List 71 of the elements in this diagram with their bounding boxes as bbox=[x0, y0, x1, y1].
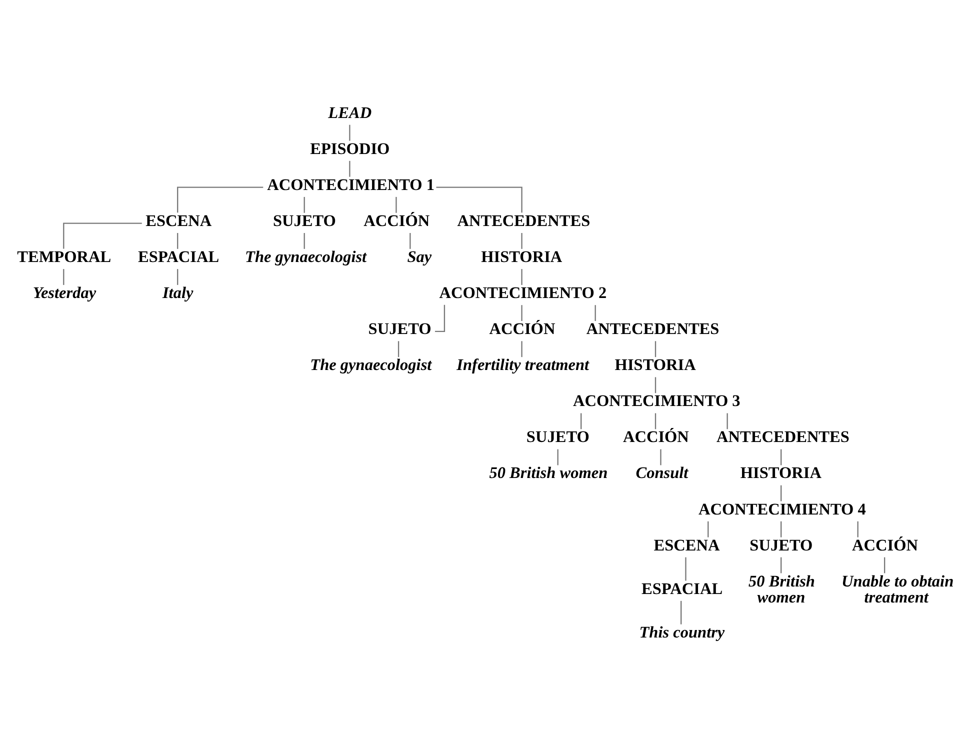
connector bbox=[726, 413, 728, 430]
connector bbox=[520, 269, 522, 285]
node-text: ACCIÓN bbox=[488, 320, 555, 338]
connector bbox=[303, 196, 304, 213]
connector bbox=[707, 521, 708, 538]
node-text: The gynaecologist bbox=[310, 356, 432, 374]
node-text: 50 British women bbox=[488, 464, 608, 482]
connector bbox=[556, 449, 558, 466]
connector bbox=[580, 413, 582, 430]
node-text: HISTORIA bbox=[480, 248, 562, 266]
node-text: SUJETO bbox=[749, 536, 812, 554]
node-text: Consult bbox=[635, 464, 688, 482]
node-text: Infertility treatment bbox=[456, 356, 589, 374]
connector bbox=[780, 485, 782, 502]
node-text: SUJETO bbox=[526, 428, 589, 446]
node-text: ESCENA bbox=[145, 212, 212, 230]
connector bbox=[434, 304, 445, 332]
node-text: This country bbox=[638, 624, 724, 642]
connector bbox=[654, 377, 656, 394]
connector bbox=[348, 124, 350, 141]
node-text: ESPACIAL bbox=[641, 580, 722, 598]
connector bbox=[176, 233, 178, 249]
node-text: Italy bbox=[162, 284, 193, 302]
node-text: Unable to obtain treatment bbox=[841, 572, 954, 607]
node-text: EPISODIO bbox=[310, 140, 390, 158]
connector bbox=[436, 186, 522, 213]
node-text: Yesterday bbox=[32, 284, 96, 302]
connector bbox=[594, 305, 596, 321]
node-text: SUJETO bbox=[368, 320, 431, 338]
node-text: 50 British women bbox=[748, 572, 814, 607]
connector bbox=[780, 449, 782, 466]
node-text: LEAD bbox=[328, 104, 372, 122]
connector bbox=[176, 186, 263, 213]
connector bbox=[520, 341, 522, 358]
node-text: The gynaecologist bbox=[244, 248, 366, 266]
connector bbox=[395, 196, 396, 213]
connector bbox=[856, 521, 858, 538]
connector bbox=[680, 600, 682, 624]
connector bbox=[176, 269, 178, 285]
connector bbox=[684, 557, 686, 581]
connector bbox=[520, 305, 522, 321]
connector bbox=[409, 233, 410, 249]
node-text: ANTECEDENTES bbox=[456, 212, 590, 230]
connector bbox=[303, 233, 304, 249]
connector bbox=[348, 160, 350, 177]
node-text: Say bbox=[406, 248, 432, 266]
connector bbox=[62, 269, 64, 285]
node-text: ACCIÓN bbox=[622, 428, 688, 446]
connector bbox=[660, 449, 661, 466]
connector bbox=[654, 413, 656, 430]
node-text: ACCIÓN bbox=[363, 212, 430, 230]
connector bbox=[520, 233, 522, 249]
node-text: ANTECEDENTES bbox=[586, 320, 719, 338]
node-text: ESPACIAL bbox=[138, 248, 219, 266]
node-text: ACONTECIMIENTO 3 bbox=[572, 392, 740, 410]
connector bbox=[397, 341, 399, 358]
connector bbox=[62, 222, 142, 249]
connector bbox=[780, 557, 782, 574]
node-text: ESCENA bbox=[653, 536, 720, 554]
node-text: HISTORIA bbox=[614, 356, 696, 374]
node-text: ACONTECIMIENTO 1 bbox=[266, 176, 434, 194]
connector bbox=[884, 557, 885, 574]
node-text: SUJETO bbox=[272, 212, 336, 230]
connector bbox=[654, 341, 656, 358]
node-text: HISTORIA bbox=[740, 464, 821, 482]
node-text: ANTECEDENTES bbox=[716, 428, 849, 446]
node-text: ACCIÓN bbox=[852, 536, 918, 554]
node-text: ACONTECIMIENTO 4 bbox=[698, 500, 866, 518]
node-text: ACONTECIMIENTO 2 bbox=[438, 284, 606, 302]
connector bbox=[780, 521, 782, 538]
node-text: TEMPORAL bbox=[16, 248, 111, 266]
